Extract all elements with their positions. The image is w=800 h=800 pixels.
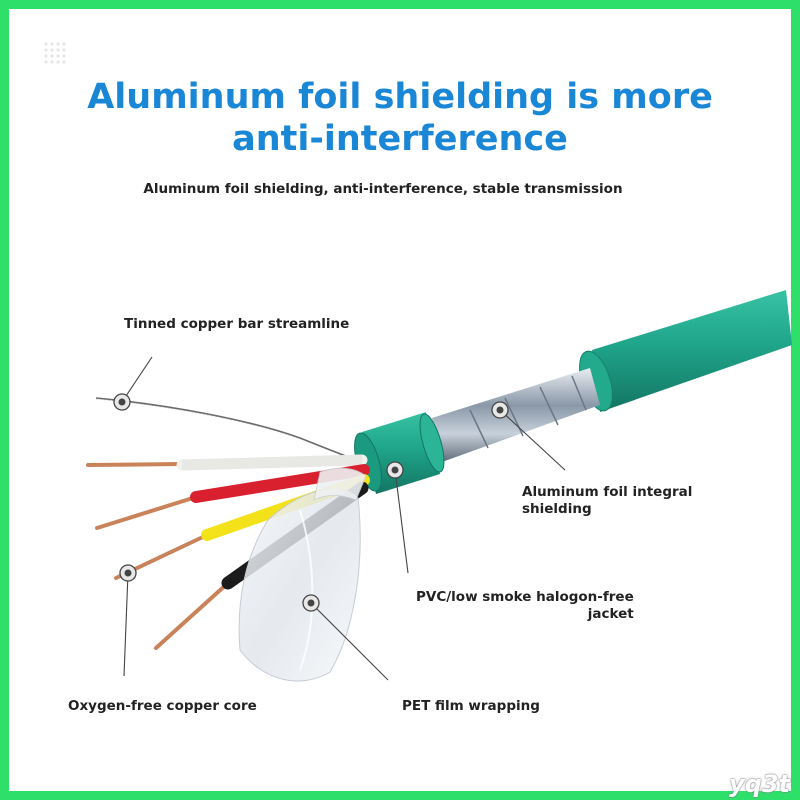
decorative-dots <box>44 42 66 64</box>
callout-marker-icon <box>302 594 320 612</box>
label-pvc-jacket-line-2: jacket <box>587 606 634 622</box>
page-title-line-2: anti-interference <box>232 119 568 159</box>
label-pet-film: PET film wrapping <box>402 698 540 714</box>
outer-jacket <box>579 290 792 412</box>
callout-marker-icon <box>119 564 137 582</box>
label-aluminum-foil: Aluminum foil integral shielding <box>522 484 692 518</box>
leader-lines <box>121 356 566 681</box>
callout-marker-icon <box>491 401 509 419</box>
label-pvc-jacket: PVC/low smoke halogon-free jacket <box>416 589 634 623</box>
aluminum-foil-shield <box>432 368 600 462</box>
drain-wire <box>95 397 363 463</box>
label-aluminum-foil-line-1: Aluminum foil integral <box>522 484 693 500</box>
watermark: yq3t <box>729 770 790 798</box>
label-tinned-copper: Tinned copper bar streamline <box>124 316 350 332</box>
subtitle: Aluminum foil shielding, anti-interferen… <box>143 181 623 197</box>
label-aluminum-foil-line-2: shielding <box>522 501 592 517</box>
page-title-line-1: Aluminum foil shielding is more <box>87 77 713 117</box>
label-oxygen-free-core: Oxygen-free copper core <box>68 698 257 714</box>
label-pvc-jacket-line-1: PVC/low smoke halogon-free <box>416 589 634 605</box>
jacket-collar <box>354 412 445 494</box>
callout-marker-icon <box>113 393 131 411</box>
wire-white <box>86 454 368 471</box>
pet-film <box>238 467 367 682</box>
callout-marker-icon <box>386 461 404 479</box>
